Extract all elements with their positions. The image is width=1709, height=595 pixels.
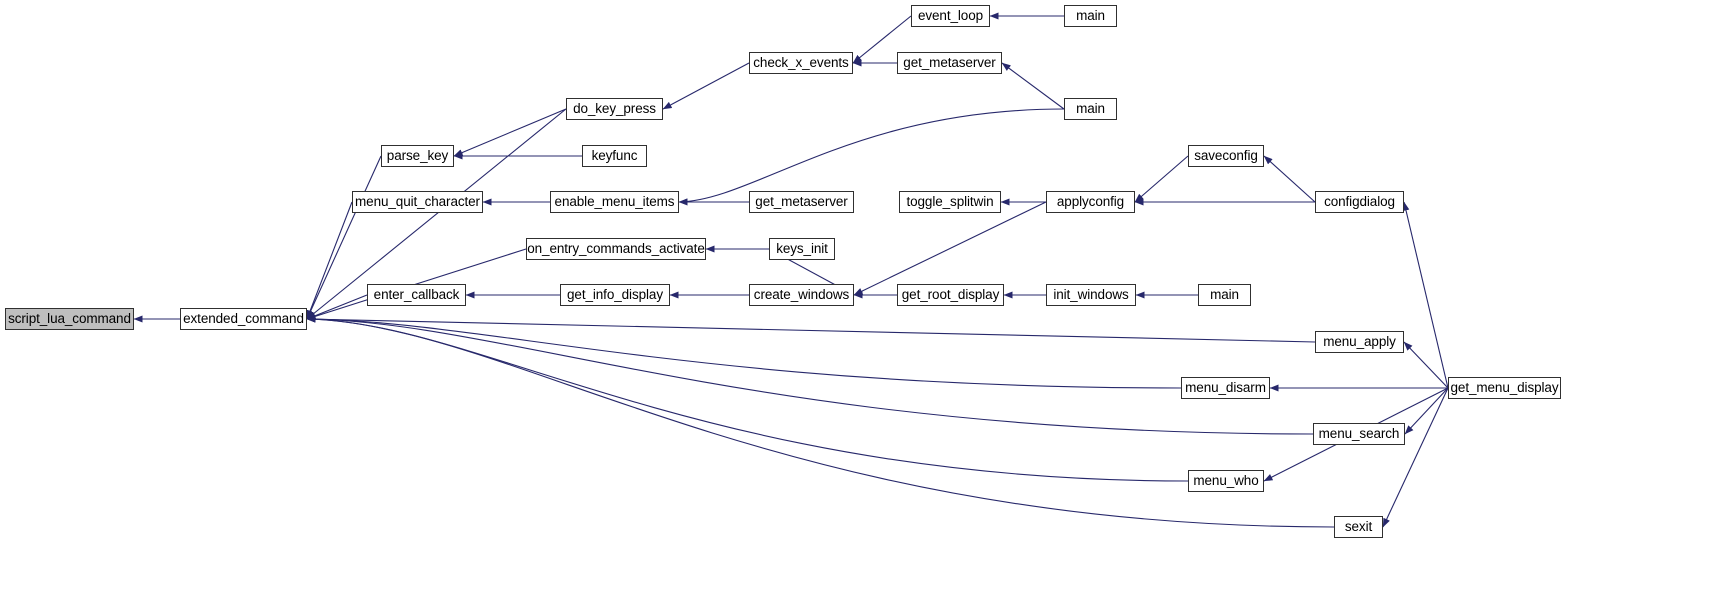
- node-label: menu_who: [1193, 473, 1259, 489]
- node-label: sexit: [1344, 519, 1373, 535]
- edge-sexit-to-extended_command: [306, 315, 1335, 528]
- node-label: on_entry_commands_activate: [527, 241, 705, 257]
- graph-node-do_key_press[interactable]: do_key_press: [566, 98, 663, 120]
- edge-main_mid-to-get_metaserver_top: [1001, 62, 1065, 110]
- node-label: check_x_events: [753, 55, 849, 71]
- graph-node-get_root_display[interactable]: get_root_display: [897, 284, 1004, 306]
- edge-saveconfig-to-applyconfig: [1134, 155, 1189, 203]
- graph-node-main_mid[interactable]: main: [1064, 98, 1117, 120]
- graph-node-parse_key[interactable]: parse_key: [381, 145, 454, 167]
- edge-event_loop-to-check_x_events: [852, 15, 912, 64]
- graph-node-sexit[interactable]: sexit: [1334, 516, 1383, 538]
- node-label: menu_disarm: [1185, 380, 1266, 396]
- node-label: enter_callback: [373, 287, 460, 303]
- edge-menu_who-to-extended_command: [306, 315, 1189, 482]
- graph-node-keys_init[interactable]: keys_init: [769, 238, 835, 260]
- node-label: get_info_display: [567, 287, 663, 303]
- graph-node-main_top[interactable]: main: [1064, 5, 1117, 27]
- edge-configdialog-to-saveconfig: [1263, 155, 1316, 203]
- graph-node-enter_callback[interactable]: enter_callback: [367, 284, 466, 306]
- node-label: script_lua_command: [8, 311, 131, 327]
- node-label: applyconfig: [1056, 194, 1125, 210]
- node-label: main: [1210, 287, 1239, 303]
- edge-get_menu_display-to-menu_search: [1404, 387, 1449, 435]
- graph-node-menu_apply[interactable]: menu_apply: [1315, 331, 1404, 353]
- node-label: keyfunc: [591, 148, 638, 164]
- edge-get_menu_display-to-sexit: [1382, 387, 1449, 528]
- node-label: menu_search: [1318, 426, 1400, 442]
- graph-node-applyconfig[interactable]: applyconfig: [1046, 191, 1135, 213]
- edge-main_mid-to-enable_menu_items: [678, 108, 1065, 206]
- graph-node-toggle_splitwin[interactable]: toggle_splitwin: [899, 191, 1001, 213]
- node-label: toggle_splitwin: [906, 194, 994, 210]
- node-label: get_root_display: [901, 287, 1000, 303]
- node-label: configdialog: [1324, 194, 1395, 210]
- graph-node-get_info_display[interactable]: get_info_display: [560, 284, 670, 306]
- node-label: parse_key: [386, 148, 449, 164]
- node-label: init_windows: [1053, 287, 1129, 303]
- node-label: get_menu_display: [1450, 380, 1559, 396]
- node-label: get_metaserver: [755, 194, 848, 210]
- edge-do_key_press-to-parse_key: [453, 108, 567, 157]
- graph-node-script_lua_command: script_lua_command: [5, 308, 134, 330]
- graph-node-enable_menu_items[interactable]: enable_menu_items: [550, 191, 679, 213]
- node-label: enable_menu_items: [554, 194, 675, 210]
- edge-do_key_press-to-extended_command: [306, 108, 567, 320]
- graph-node-get_metaserver_mid[interactable]: get_metaserver: [749, 191, 854, 213]
- edges-group: [133, 12, 1449, 528]
- graph-node-init_windows[interactable]: init_windows: [1046, 284, 1136, 306]
- graph-node-main_bot[interactable]: main: [1198, 284, 1251, 306]
- node-label: do_key_press: [573, 101, 656, 117]
- edge-parse_key-to-extended_command: [306, 155, 382, 320]
- node-label: get_metaserver: [903, 55, 996, 71]
- graph-node-check_x_events[interactable]: check_x_events: [749, 52, 853, 74]
- edge-menu_search-to-extended_command: [306, 315, 1314, 435]
- graph-node-saveconfig[interactable]: saveconfig: [1188, 145, 1264, 167]
- edge-get_menu_display-to-menu_apply: [1403, 341, 1449, 389]
- graph-node-keyfunc[interactable]: keyfunc: [582, 145, 647, 167]
- node-label: main: [1076, 8, 1105, 24]
- edge-menu_disarm-to-extended_command: [306, 315, 1182, 389]
- node-label: event_loop: [917, 8, 984, 24]
- graph-node-get_metaserver_top[interactable]: get_metaserver: [897, 52, 1002, 74]
- node-label: create_windows: [753, 287, 850, 303]
- graph-node-event_loop[interactable]: event_loop: [911, 5, 990, 27]
- edge-menu_quit_character-to-extended_command: [306, 201, 353, 320]
- graph-node-extended_command[interactable]: extended_command: [180, 308, 307, 330]
- graph-node-create_windows[interactable]: create_windows: [749, 284, 854, 306]
- graph-node-get_menu_display[interactable]: get_menu_display: [1448, 377, 1561, 399]
- edge-applyconfig-to-create_windows: [853, 201, 1047, 296]
- edge-enter_callback-to-extended_command: [306, 294, 368, 320]
- graph-node-configdialog[interactable]: configdialog: [1315, 191, 1404, 213]
- node-label: main: [1076, 101, 1105, 117]
- graph-node-menu_disarm[interactable]: menu_disarm: [1181, 377, 1270, 399]
- edge-get_menu_display-to-configdialog: [1402, 201, 1449, 389]
- node-label: menu_quit_character: [355, 194, 480, 210]
- node-label: extended_command: [183, 311, 304, 327]
- graph-node-menu_search[interactable]: menu_search: [1313, 423, 1405, 445]
- graph-node-menu_who[interactable]: menu_who: [1188, 470, 1264, 492]
- node-label: menu_apply: [1323, 334, 1396, 350]
- edge-check_x_events-to-do_key_press: [662, 62, 750, 110]
- node-label: saveconfig: [1194, 148, 1258, 164]
- edge-menu_apply-to-extended_command: [306, 315, 1316, 343]
- graph-node-menu_quit_character[interactable]: menu_quit_character: [352, 191, 483, 213]
- graph-node-on_entry_commands_activate[interactable]: on_entry_commands_activate: [526, 238, 706, 260]
- node-label: keys_init: [776, 241, 828, 257]
